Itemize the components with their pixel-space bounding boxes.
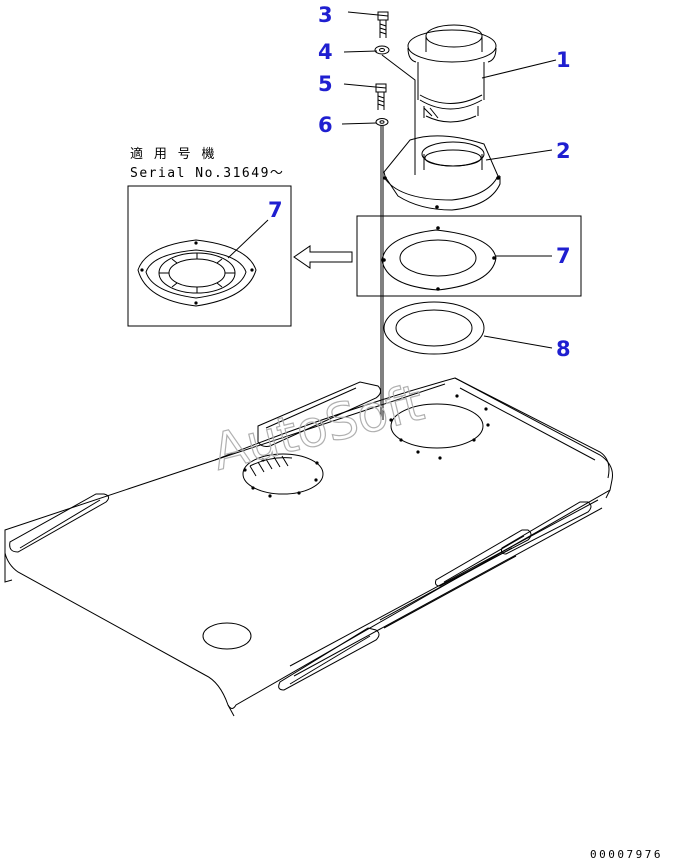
note-line-1: 適 用 号 機 — [130, 146, 216, 162]
callout-6: 6 — [318, 113, 333, 137]
part-4-washer — [374, 45, 390, 55]
left-opening-hatch — [249, 455, 289, 477]
leader-lines — [227, 11, 557, 349]
part-2-base — [383, 135, 501, 211]
callout-4: 4 — [318, 40, 333, 64]
callout-7: 7 — [556, 244, 571, 268]
part-6-washer — [375, 118, 389, 126]
note-line-2: Serial No.31649～ — [130, 166, 284, 181]
callout-5: 5 — [318, 72, 333, 96]
bolt-holes — [243, 394, 490, 498]
roof-panel — [4, 377, 613, 717]
part-1-duct-cap — [407, 24, 497, 123]
callout-7-inset: 7 — [268, 198, 283, 222]
inset-box — [127, 185, 292, 327]
direction-arrow — [293, 245, 353, 269]
callout-2: 2 — [556, 139, 571, 163]
callout-8: 8 — [556, 337, 571, 361]
assembly-line-4 — [381, 54, 416, 175]
part-7-gasket — [381, 229, 497, 291]
watermark: AutoSoft — [207, 373, 429, 481]
gasket-box — [356, 215, 582, 297]
inset-part-7-gasket — [137, 239, 257, 307]
part-8-ring — [383, 301, 485, 355]
part-5-bolt — [375, 83, 387, 110]
callout-3: 3 — [318, 3, 333, 27]
part-3-bolt — [377, 11, 389, 38]
document-number: 00007976 — [590, 848, 663, 861]
callout-1: 1 — [556, 48, 571, 72]
